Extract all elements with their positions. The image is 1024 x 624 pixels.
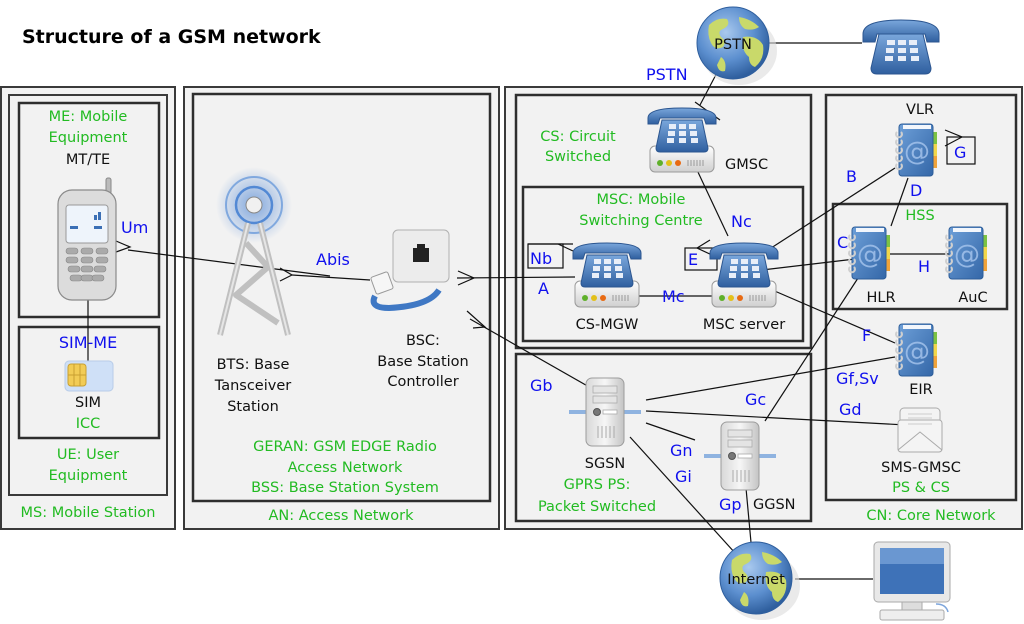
auc-book-icon <box>945 226 988 280</box>
bsc-label-1: BSC: <box>406 333 440 349</box>
link-b <box>767 167 896 251</box>
eir-book-icon <box>895 323 938 377</box>
c-interface: C <box>837 233 848 252</box>
link-gd <box>645 410 907 426</box>
h-interface: H <box>918 257 930 276</box>
vlr-book-icon <box>895 123 938 177</box>
gc-interface: Gc <box>745 390 766 409</box>
gb-interface: Gb <box>530 376 553 395</box>
me-label-1: ME: Mobile <box>49 109 128 125</box>
g-interface: G <box>954 143 966 162</box>
nb-interface: Nb <box>530 249 552 268</box>
bss-label: BSS: Base Station System <box>251 480 439 496</box>
sgsn-label: SGSN <box>585 456 626 472</box>
cs-label-2: Switched <box>545 149 611 165</box>
hlr-book-icon <box>848 226 891 280</box>
mt-te-label: MT/TE <box>66 152 110 168</box>
link-um <box>127 249 331 277</box>
desk-phone-icon <box>862 19 940 75</box>
f-interface: F <box>862 326 871 345</box>
ggsn-label: GGSN <box>753 497 796 513</box>
radio-tower-icon <box>216 167 292 336</box>
icc-label: ICC <box>76 416 101 432</box>
internet-label: Internet <box>727 572 785 588</box>
gf-sv-interface: Gf,Sv <box>836 369 879 388</box>
hss-label: HSS <box>905 208 934 224</box>
a-interface: A <box>538 279 549 298</box>
diagram-title: Structure of a GSM network <box>22 26 321 48</box>
link-nc <box>696 169 729 237</box>
link-f <box>769 288 896 344</box>
geran-label-2: Access Network <box>288 460 403 476</box>
msc-label-2: Switching Centre <box>579 213 703 229</box>
gprs-box <box>514 352 813 523</box>
gmsc-phone-icon <box>647 107 717 173</box>
gn-interface: Gn <box>670 441 693 460</box>
computer-icon <box>873 541 951 621</box>
ps-cs-label: PS & CS <box>892 480 950 496</box>
gprs-label-2: Packet Switched <box>538 499 656 515</box>
pstn-interface: PSTN <box>646 65 688 84</box>
arrow-abis <box>279 267 294 282</box>
arrow-g <box>944 129 964 147</box>
e-interface: E <box>688 250 698 269</box>
sms-gmsc-label: SMS-GMSC <box>881 460 961 476</box>
bts-label-2: Tansceiver <box>214 378 292 394</box>
d-interface: D <box>910 181 922 200</box>
gmsc-label: GMSC <box>725 157 768 173</box>
vlr-label: VLR <box>906 102 934 118</box>
bts-label-1: BTS: Base <box>217 357 290 373</box>
gprs-label-1: GPRS PS: <box>564 477 631 493</box>
cn-label: CN: Core Network <box>866 508 996 524</box>
cs-mgw-phone-icon <box>572 242 642 308</box>
link-gc <box>764 274 861 422</box>
sim-me-interface: SIM-ME <box>59 333 117 352</box>
gd-interface: Gd <box>839 400 862 419</box>
msc-server-label: MSC server <box>703 317 785 333</box>
auc-label: AuC <box>958 290 987 306</box>
ue-label-1: UE: User <box>57 447 119 463</box>
hlr-label: HLR <box>866 290 895 306</box>
sim-label: SIM <box>75 395 101 411</box>
link-a <box>456 276 576 279</box>
bsc-label-2: Base Station <box>377 354 468 370</box>
ms-label: MS: Mobile Station <box>21 505 156 521</box>
arrow-a <box>457 270 476 286</box>
geran-label-1: GERAN: GSM EDGE Radio <box>253 439 437 455</box>
um-interface: Um <box>121 218 148 237</box>
link-abis <box>291 274 371 281</box>
bts-label-3: Station <box>227 399 279 415</box>
link-gn <box>645 422 696 441</box>
cs-label-1: CS: Circuit <box>540 129 616 145</box>
arrow-um <box>115 240 132 253</box>
link-gf <box>645 356 896 401</box>
mc-interface: Mc <box>662 287 685 306</box>
network-port-icon <box>370 229 450 312</box>
link-d <box>890 177 909 227</box>
arrow-e <box>695 239 713 256</box>
envelope-icon <box>897 407 943 453</box>
mobile-phone-icon <box>57 177 117 301</box>
link-c <box>761 258 856 271</box>
sim-card-icon <box>64 360 114 392</box>
gp-interface: Gp <box>719 495 742 514</box>
nc-interface: Nc <box>731 212 752 231</box>
cs-mgw-label: CS-MGW <box>576 317 639 333</box>
msc-server-phone-icon <box>709 242 779 308</box>
b-interface: B <box>846 167 857 186</box>
arrow-gb <box>466 310 487 329</box>
an-label: AN: Access Network <box>268 508 414 524</box>
pstn-label: PSTN <box>714 37 752 53</box>
msc-label-1: MSC: Mobile <box>597 192 686 208</box>
abis-interface: Abis <box>316 250 350 269</box>
link-gb <box>469 318 592 389</box>
nb-loop <box>527 243 564 269</box>
ue-label-2: Equipment <box>49 468 128 484</box>
eir-label: EIR <box>909 382 933 398</box>
me-label-2: Equipment <box>49 130 128 146</box>
gi-interface: Gi <box>675 467 692 486</box>
bsc-label-3: Controller <box>387 374 458 390</box>
